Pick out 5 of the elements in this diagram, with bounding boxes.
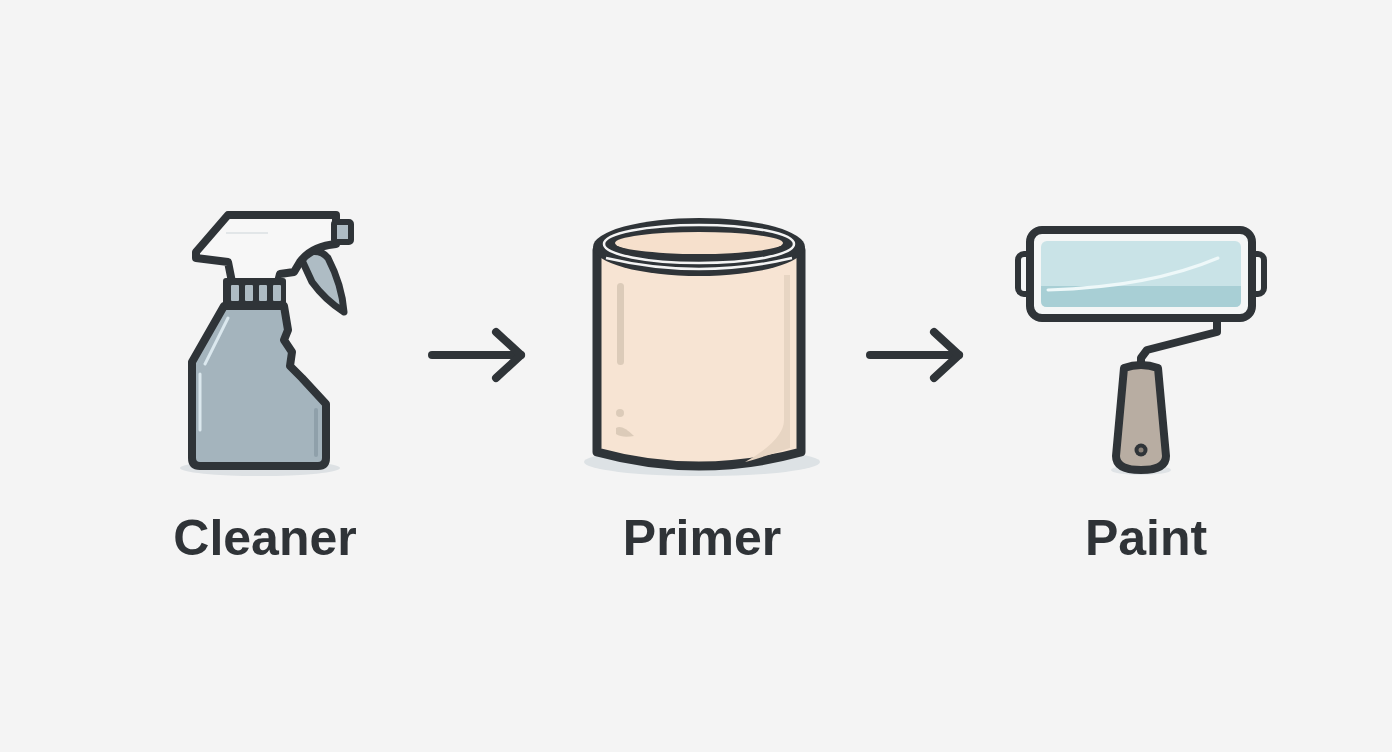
arrow: [428, 328, 525, 382]
step-label: Primer: [621, 510, 783, 568]
step-label: Cleaner: [172, 510, 358, 568]
arrow: [866, 328, 963, 382]
step-label: Paint: [1083, 510, 1209, 568]
